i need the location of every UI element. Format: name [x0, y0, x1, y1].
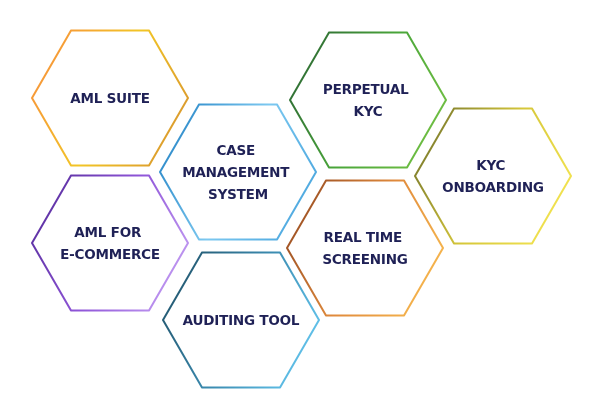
hex-label-line: SCREENING [322, 252, 407, 268]
hex-label-line: KYC [353, 104, 382, 120]
hex-label-line: ONBOARDING [442, 180, 544, 196]
hex-label: AML SUITE [70, 91, 150, 107]
hex-label-line: AML FOR [74, 225, 142, 241]
hexagon-outline [31, 174, 189, 312]
hex-label-line: CASE [216, 143, 255, 159]
hex-label-line: AUDITING TOOL [183, 313, 300, 329]
hex-label: REAL TIME SCREENING [322, 230, 407, 268]
hex-label-line: E-COMMERCE [60, 247, 160, 263]
hex-label: AUDITING TOOL [183, 313, 300, 329]
hex-label-line: KYC [476, 158, 505, 174]
hex-label: CASE MANAGEMENT SYSTEM [182, 143, 294, 203]
hex-label: KYC ONBOARDING [442, 158, 544, 196]
hex-label: AML FOR E-COMMERCE [60, 225, 160, 263]
hex-label: PERPETUAL KYC [323, 82, 413, 120]
hex-node-auditing-tool: AUDITING TOOL [162, 251, 320, 389]
hex-node-perpetual-kyc: PERPETUAL KYC [289, 31, 447, 169]
hex-node-aml-for-e-commerce: AML FOR E-COMMERCE [31, 174, 189, 312]
hexagon-outline [414, 107, 572, 245]
hex-label-line: MANAGEMENT [182, 165, 290, 181]
hex-node-case-management-system: CASE MANAGEMENT SYSTEM [159, 103, 317, 241]
hex-node-kyc-onboarding: KYC ONBOARDING [414, 107, 572, 245]
hex-label-line: REAL TIME [324, 230, 402, 246]
hexagon-outline [286, 179, 444, 317]
hexagon-outline [289, 31, 447, 169]
hexagon-outline [31, 29, 189, 167]
hex-label-line: AML SUITE [70, 91, 150, 107]
hexagon-outline [159, 103, 317, 241]
hex-node-real-time-screening: REAL TIME SCREENING [286, 179, 444, 317]
hex-label-line: SYSTEM [208, 187, 268, 203]
hex-node-aml-suite: AML SUITE [31, 29, 189, 167]
hexagon-outline [162, 251, 320, 389]
hex-label-line: PERPETUAL [323, 82, 409, 98]
